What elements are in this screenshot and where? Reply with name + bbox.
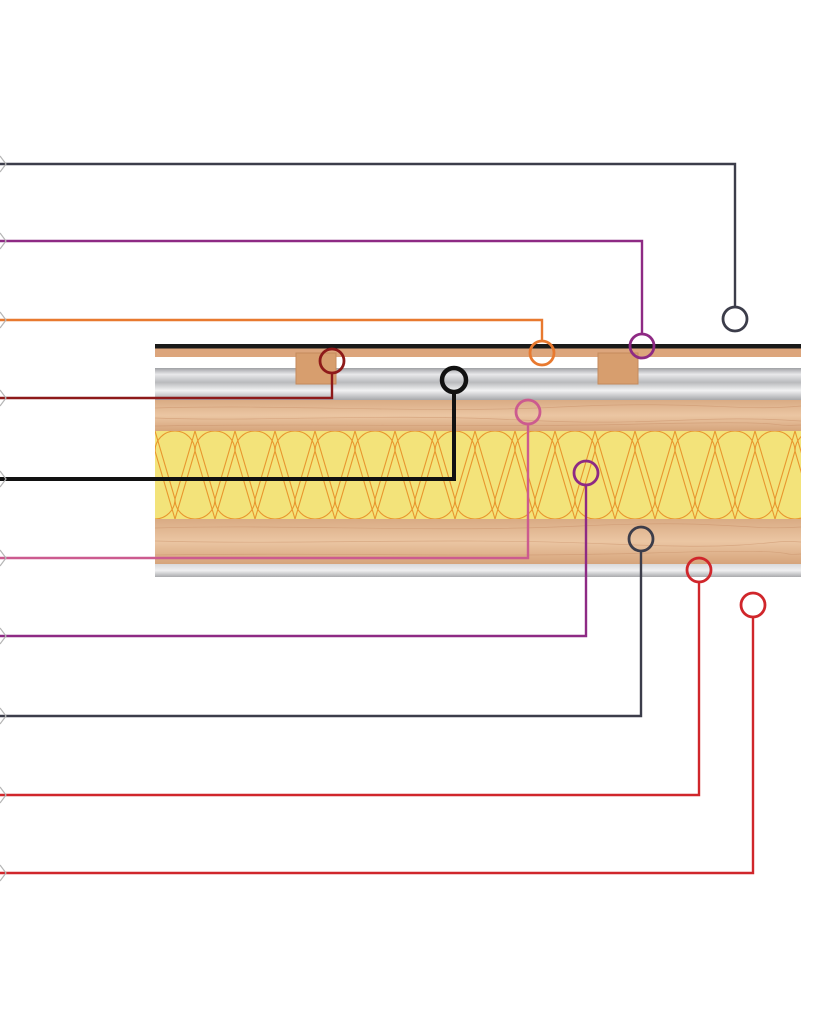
insulation-loop [815,431,819,519]
timber-lower-layer [155,519,801,564]
callout-5-pointer-icon [0,470,7,488]
batten-right [597,352,639,385]
insulation-loop [734,431,801,519]
insulation-loop [494,431,576,519]
callout-1-leader [0,162,737,307]
callout-4-leader [0,373,334,400]
insulation-loop [694,431,776,519]
callout-6-marker[interactable] [514,398,542,426]
callout-3-leader [0,318,544,341]
insulation-loop [155,431,196,519]
callout-8-pointer-icon [0,707,7,725]
batten-left [295,352,337,385]
insulation-loop [514,431,596,519]
membrane-layer [155,344,801,349]
timber-upper-layer [155,400,801,431]
insulation-loop [374,431,456,519]
insulation-loop [754,431,801,519]
insulation-loop [274,431,356,519]
callout-7-leader [0,485,588,638]
insulation-loop [634,431,716,519]
insulation-loop [354,431,436,519]
callout-2-marker[interactable] [628,332,656,360]
insulation-loop [174,431,256,519]
insulation-loop [574,431,656,519]
insulation-loop [314,431,396,519]
insulation-loop [554,431,636,519]
insulation-loop [594,431,676,519]
callout-9-marker[interactable] [685,556,713,584]
insulation-loop [334,431,416,519]
insulation-loop [614,431,696,519]
callout-pointers [0,155,7,882]
timber-lower-grain [154,523,802,556]
insulation-loop [434,431,516,519]
callout-6-pointer-icon [0,549,7,567]
insulation-loop [534,431,616,519]
callout-5-leader [0,393,456,481]
insulation-pattern [155,431,819,519]
callout-7-marker[interactable] [572,459,600,487]
insulation-loop [454,431,536,519]
callout-4-pointer-icon [0,389,7,407]
callout-circles [318,305,767,619]
insulation-loop [155,431,236,519]
callout-10-pointer-icon [0,864,7,882]
insulation-loop [714,431,796,519]
top-board-layer [155,348,801,357]
callout-3-marker[interactable] [528,339,556,367]
insulation-loop [654,431,736,519]
callout-1-pointer-icon [0,155,7,173]
callout-2-leader [0,239,644,334]
insulation-loop [155,431,156,433]
insulation-loop [674,431,756,519]
insulation-loop [474,431,556,519]
insulation-loop [294,431,376,519]
roof-build-up [154,344,819,577]
insulation-loop [214,431,296,519]
insulation-loop [254,431,336,519]
metal-deck-layer [155,368,801,400]
callout-8-marker[interactable] [627,525,655,553]
insulation-loop [155,431,216,519]
callout-7-pointer-icon [0,627,7,645]
soffit-layer [155,564,801,577]
insulation-loop [774,436,801,519]
insulation-loop [234,431,316,519]
callout-6-leader [0,424,530,560]
callout-10-marker[interactable] [739,591,767,619]
callout-2-pointer-icon [0,232,7,250]
callout-4-marker[interactable] [318,347,346,375]
timber-upper-grain [154,404,802,427]
callout-lines [0,162,755,875]
callout-10-leader [0,617,755,875]
callout-3-pointer-icon [0,311,7,329]
callout-9-pointer-icon [0,786,7,804]
callout-8-leader [0,551,643,718]
insulation-layer [155,431,801,519]
insulation-loop [194,431,276,519]
callout-9-leader [0,582,701,797]
callout-1-marker[interactable] [721,305,749,333]
callout-5-marker[interactable] [439,365,469,395]
insulation-loop [394,431,476,519]
